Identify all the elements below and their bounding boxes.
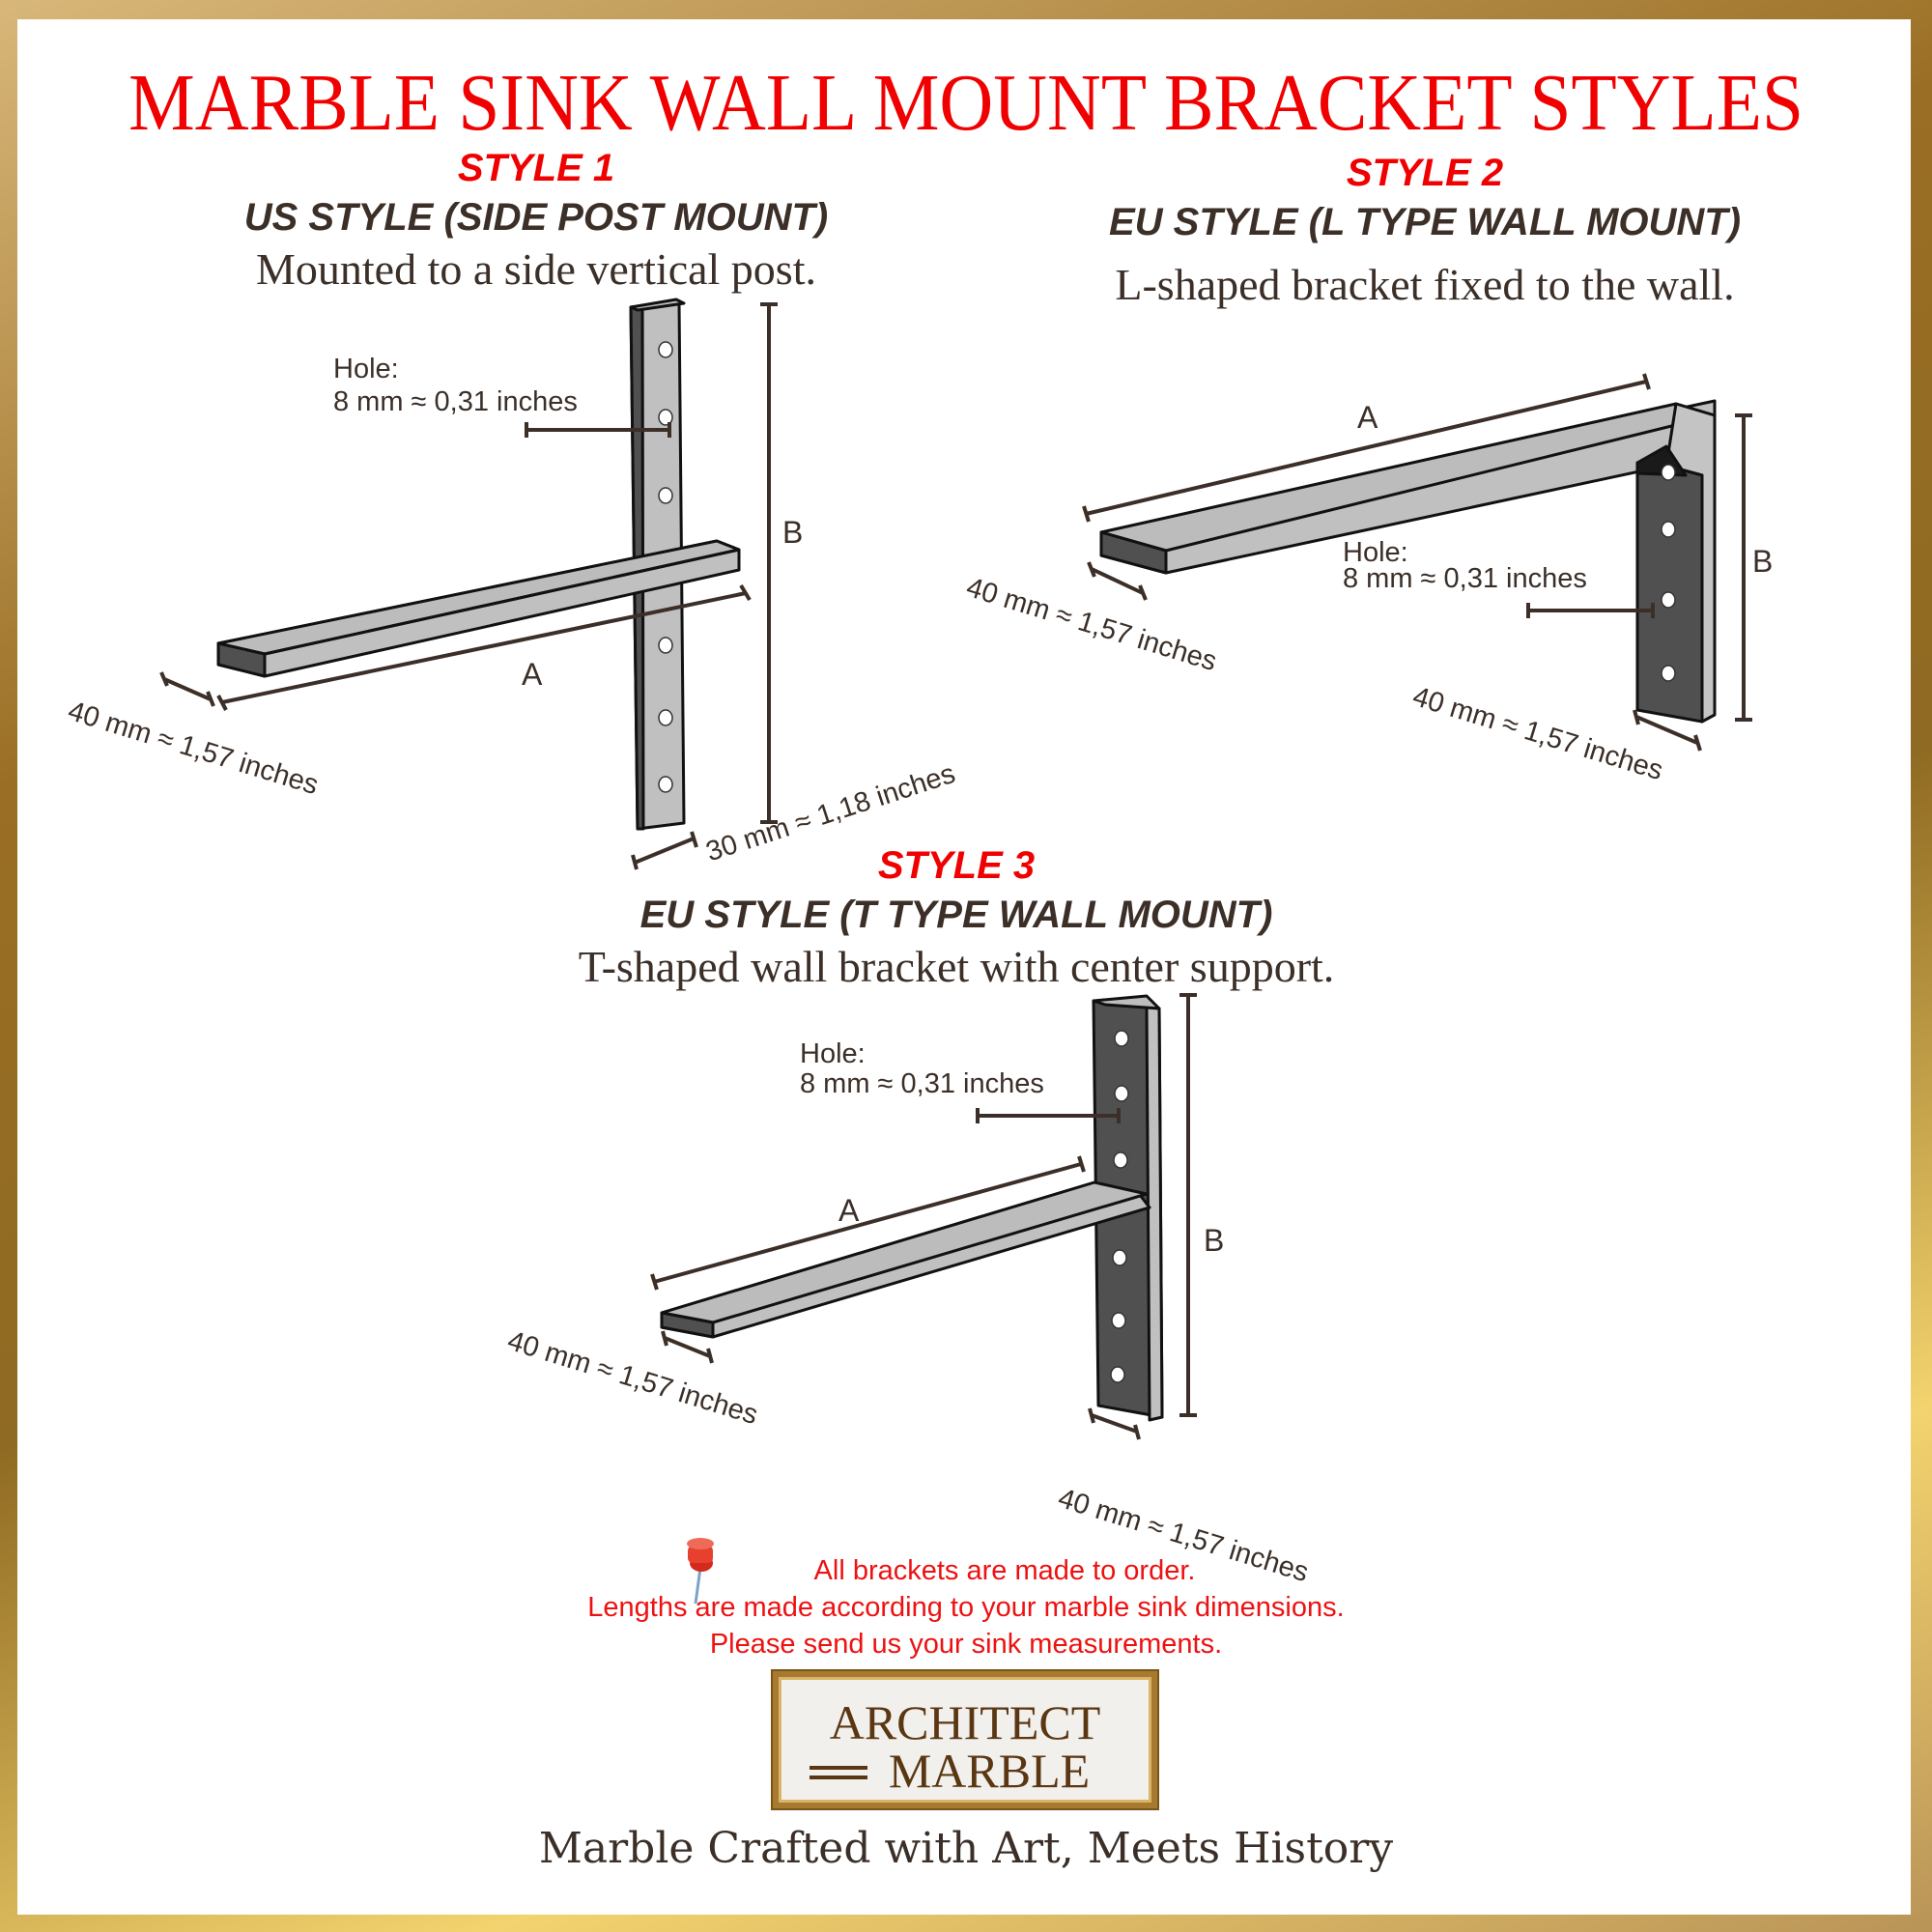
page-title: MARBLE SINK WALL MOUNT BRACKET STYLES	[128, 58, 1804, 148]
style-2-hole-label: Hole:	[1343, 537, 1408, 568]
logo-rule-bottom	[810, 1776, 867, 1779]
style-2-dim-b: B	[1752, 544, 1774, 579]
style-3-hole-size: 8 mm ≈ 0,31 inches	[800, 1068, 1044, 1099]
style-1-dim-a: A	[522, 657, 543, 692]
style-2-number: STYLE 2	[1346, 152, 1504, 194]
style-1-bracket-diagram	[216, 298, 741, 831]
style-2-description: L-shaped bracket fixed to the wall.	[1115, 260, 1735, 309]
style-2-name: EU STYLE (L TYPE WALL MOUNT)	[1108, 201, 1742, 243]
style-1-description: Mounted to a side vertical post.	[256, 244, 816, 294]
style-3-name: EU STYLE (T TYPE WALL MOUNT)	[639, 894, 1273, 936]
note-send-measurements: Please send us your sink measurements.	[709, 1629, 1223, 1660]
style-1-number: STYLE 1	[457, 147, 615, 189]
style-1-name: US STYLE (SIDE POST MOUNT)	[243, 196, 829, 239]
note-lengths: Lengths are made according to your marbl…	[587, 1592, 1345, 1623]
style-3-hole-label: Hole:	[800, 1038, 866, 1069]
style-2-dim-a: A	[1357, 400, 1378, 435]
dimension-lines	[159, 302, 1752, 1440]
logo-rule-top	[810, 1766, 867, 1770]
content-panel	[17, 19, 1911, 1915]
logo-line-architect: ARCHITECT	[829, 1695, 1101, 1749]
style-3-dim-a: A	[838, 1193, 860, 1228]
style-3-bracket-diagram	[660, 994, 1164, 1422]
style-3-description: T-shaped wall bracket with center suppor…	[578, 942, 1335, 991]
style-3-dim-b: B	[1204, 1223, 1225, 1258]
style-1-hole-label: Hole:	[333, 354, 399, 384]
style-2-hole-size: 8 mm ≈ 0,31 inches	[1343, 563, 1587, 594]
architect-marble-logo: ARCHITECT MARBLE	[771, 1669, 1159, 1810]
note-made-to-order: All brackets are made to order.	[813, 1555, 1196, 1586]
style-3-number: STYLE 3	[877, 844, 1036, 887]
brand-tagline: Marble Crafted with Art, Meets History	[538, 1824, 1394, 1873]
style-1-hole-size: 8 mm ≈ 0,31 inches	[333, 386, 578, 417]
logo-line-marble: MARBLE	[888, 1744, 1091, 1798]
style-1-dim-b: B	[782, 515, 804, 550]
